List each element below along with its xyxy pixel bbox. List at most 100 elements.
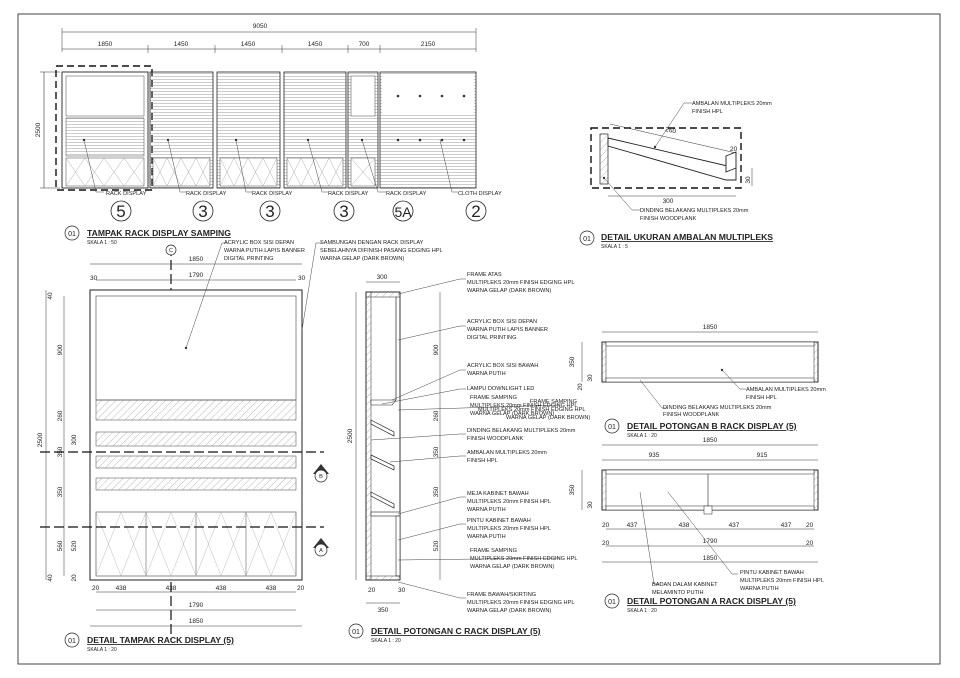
front-bottom-dim: 438 [216,585,227,592]
sec-a-small: 20 [602,540,610,547]
front-total-h: 2500 [37,432,44,447]
side-view-scale: SKALA 1 : 50 [87,240,117,246]
sec-c-total-h: 2500 [347,428,354,443]
sec-a-bottom-dim: 437 [627,522,638,529]
front-small-dim: 20 [71,574,78,582]
sec-a-title: DETAIL POTONGAN A RACK DISPLAY (5) [627,596,796,606]
section-marker-c: C [169,248,173,254]
front-view-title: DETAIL TAMPAK RACK DISPLAY (5) [87,635,234,645]
side-view-title: TAMPAK RACK DISPLAY SAMPING [87,228,231,238]
sec-a-small: 20 [806,522,814,529]
sec-c-right-dim: 900 [433,344,440,355]
front-note: WARNA GELAP (DARK BROWN) [320,256,404,262]
shelf-note: FINISH HPL [692,109,723,115]
front-bottom-side: 20 [297,585,305,592]
sec-a-bottom-dim: 437 [781,522,792,529]
sec-c-note: WARNA GELAP (DARK BROWN) [470,564,554,570]
front-view-scale: SKALA 1 : 20 [87,647,117,653]
side-seg-dim: 1450 [174,41,189,48]
sec-a-scale: SKALA 1 : 20 [627,608,657,614]
section-marker-b: B [319,474,323,480]
sec-b-note: FRAME SAMPING [530,399,577,405]
sec-a-note: WARNA PUTIH [740,586,779,592]
title-number: 01 [608,424,616,431]
sec-c-dim-top: 300 [377,274,388,281]
section-c: 300 2500 900 260 350 350 520 350 20 30 [347,272,577,644]
side-label: RACK DISPLAY [186,191,227,197]
sec-a-dim-inner: 1790 [703,538,718,545]
sec-c-note: WARNA PUTIH [467,534,506,540]
side-code: 2 [471,202,480,221]
sec-c-note: FRAME ATAS [467,272,502,278]
sec-c-note: DINDING BELAKANG MULTIPLEKS 20mm [467,428,576,434]
sec-c-note: FRAME BAWAH/SKIRTING [467,592,536,598]
sec-a-small: 20 [806,540,814,547]
sec-b-title: DETAIL POTONGAN B RACK DISPLAY (5) [627,421,797,431]
sec-b-left-dim: 30 [587,374,594,382]
front-left-dim: 350 [57,486,64,497]
shelf-dim-height: 30 [745,176,752,184]
front-view: C 1850 1790 30 30 B A 900 260 350 3 [37,240,443,653]
front-bottom-dim: 438 [266,585,277,592]
sec-a-dim-top: 1850 [703,437,718,444]
side-height-dim: 2500 [35,122,42,137]
side-code: 3 [198,202,207,221]
sec-b-note: AMBALAN MULTIPLEKS 20mm [746,387,826,393]
sheet-border [17,13,941,665]
side-seg-dim: 1450 [308,41,323,48]
side-code: 3 [339,202,348,221]
title-number: 01 [583,236,591,243]
sec-a-note: PINTU KABINET BAWAH [740,570,804,576]
sec-c-small: 20 [368,587,376,594]
sec-b-dim-top: 1850 [703,324,718,331]
sec-c-note: MEJA KABINET BAWAH [467,491,529,497]
front-dim-bottom: 1850 [189,618,204,625]
sec-c-note: WARNA GELAP (DARK BROWN) [467,288,551,294]
sec-c-note: WARNA GELAP (DARK BROWN) [470,411,554,417]
title-number: 01 [608,599,616,606]
front-note: WARNA PUTIH LAPIS BANNER [224,248,305,254]
front-bottom-dim: 438 [166,585,177,592]
sec-a-half: 935 [649,452,660,459]
sec-a-left-dim: 350 [569,484,576,495]
section-marker-a: A [319,548,323,554]
section-a: 1850 935 915 350 30 437 438 437 437 20 2… [569,437,824,614]
sec-c-note: MULTIPLEKS 20mm FINISH HPL [467,526,551,532]
sec-c-note: FRAME SAMPING [470,395,517,401]
sec-c-note: ACRYLIC BOX SISI BAWAH [467,363,538,369]
title-number: 01 [68,231,76,238]
front-left-dim: 560 [57,540,64,551]
shelf-detail-title: DETAIL UKURAN AMBALAN MULTIPLEKS [601,232,773,242]
title-number: 01 [68,638,76,645]
side-code: 5A [394,204,412,220]
sec-c-note: WARNA PUTIH [467,507,506,513]
side-seg-dim: 2150 [421,41,436,48]
sec-c-note: LAMPU DOWNLIGHT LED [467,386,534,392]
shelf-dim-small: 20 [730,146,738,153]
sec-c-note: FINISH HPL [467,458,498,464]
sec-a-small: 20 [602,522,610,529]
sec-c-right-dim: 350 [433,446,440,457]
front-dim-inner: 1790 [189,272,204,279]
sec-c-note: MULTIPLEKS 20mm FINISH EDGING HPL [467,280,574,286]
sec-b-note: MULTIPLEKS 20mm FINISH EDGING HPL [478,407,585,413]
side-label: RACK DISPLAY [328,191,369,197]
front-note: ACRYLIC BOX SISI DEPAN [224,240,294,246]
side-seg-dim: 700 [359,41,370,48]
side-seg-dim: 1850 [98,41,113,48]
sec-a-bottom-dim: 438 [679,522,690,529]
side-view: 9050 1850 1450 1450 1450 700 2150 2500 [35,23,502,246]
sec-c-right-dim: 260 [433,410,440,421]
sec-c-small: 30 [398,587,406,594]
front-left-dim: 350 [57,446,64,457]
front-note: SAMBUNGAN DENGAN RACK DISPLAY [320,240,424,246]
shelf-detail-scale: SKALA 1 : 5 [601,244,628,250]
front-bottom-side: 20 [92,585,100,592]
side-label: RACK DISPLAY [106,191,147,197]
sec-c-note: FRAME SAMPING [470,548,517,554]
sec-b-left-dim: 20 [577,383,584,391]
sec-c-right-dim: 520 [433,540,440,551]
sec-a-bottom-dim: 437 [729,522,740,529]
sec-c-scale: SKALA 1 : 20 [371,638,401,644]
